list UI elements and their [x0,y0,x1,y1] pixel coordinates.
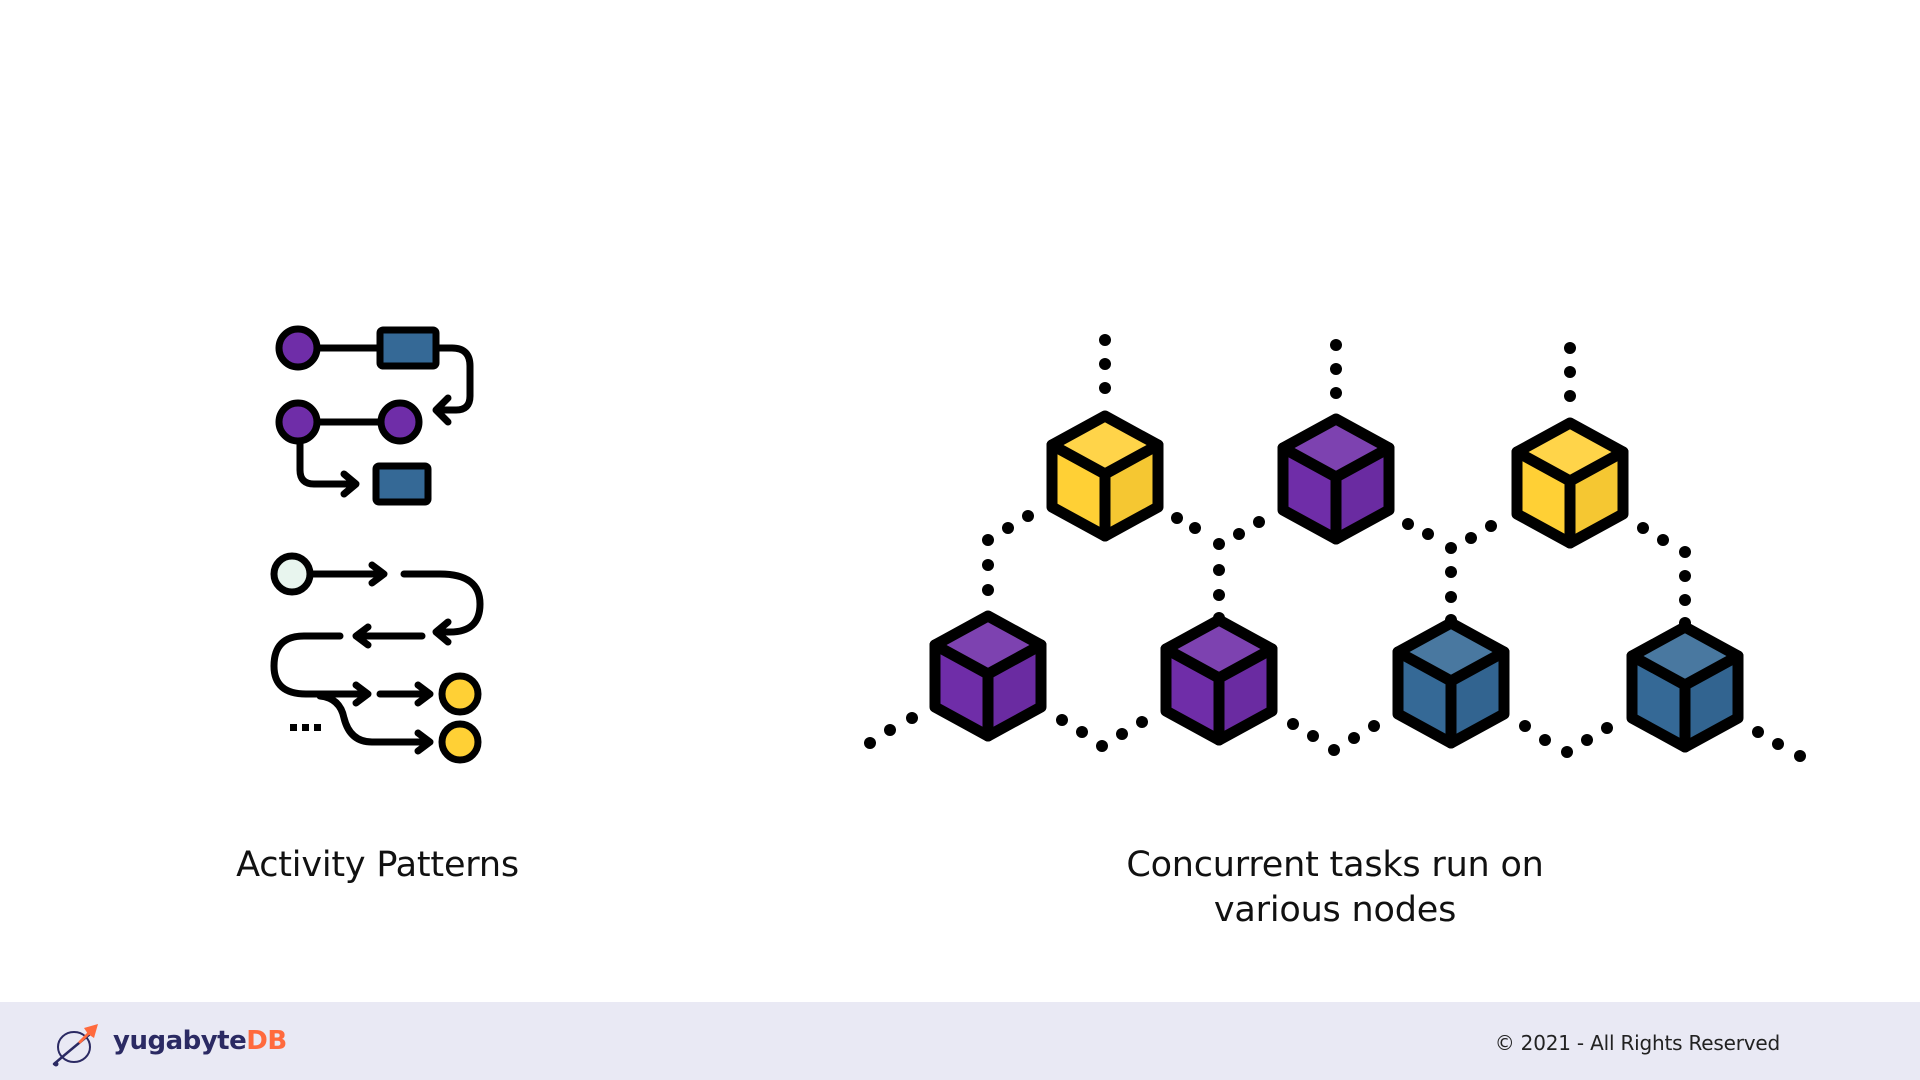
yellow-cube [1517,423,1623,543]
blue-task [376,326,440,370]
purple-cube [1166,620,1272,740]
yellow-node [438,672,482,716]
footer-bar: yugabyteDB © 2021 - All Rights Reserved [0,1002,1920,1080]
start-node [270,552,314,596]
purple-node [275,399,321,445]
purple-cube [1283,419,1389,539]
concurrent-tasks-caption: Concurrent tasks run on various nodes [1090,843,1580,933]
yugabyte-logo-icon [52,1024,98,1067]
yugabyte-wordmark: yugabyteDB [113,1025,287,1057]
wordmark-db: DB [246,1026,287,1056]
wordmark-yugabyte: yugabyte [113,1026,247,1056]
activity-patterns-icon [270,325,484,764]
purple-cube [935,616,1041,736]
yellow-cube [1052,416,1158,536]
purple-node [275,325,321,371]
yellow-node [438,720,482,764]
activity-patterns-caption: Activity Patterns [236,845,519,885]
blue-cube [1398,623,1504,743]
purple-node [377,399,423,445]
blue-cube [1632,627,1738,747]
caption-line-1: Concurrent tasks run on [1126,845,1544,885]
copyright-text: © 2021 - All Rights Reserved [1494,1031,1780,1055]
blue-task [372,462,432,506]
caption-line-2: various nodes [1213,890,1457,930]
distributed-nodes-icon [864,334,1806,762]
